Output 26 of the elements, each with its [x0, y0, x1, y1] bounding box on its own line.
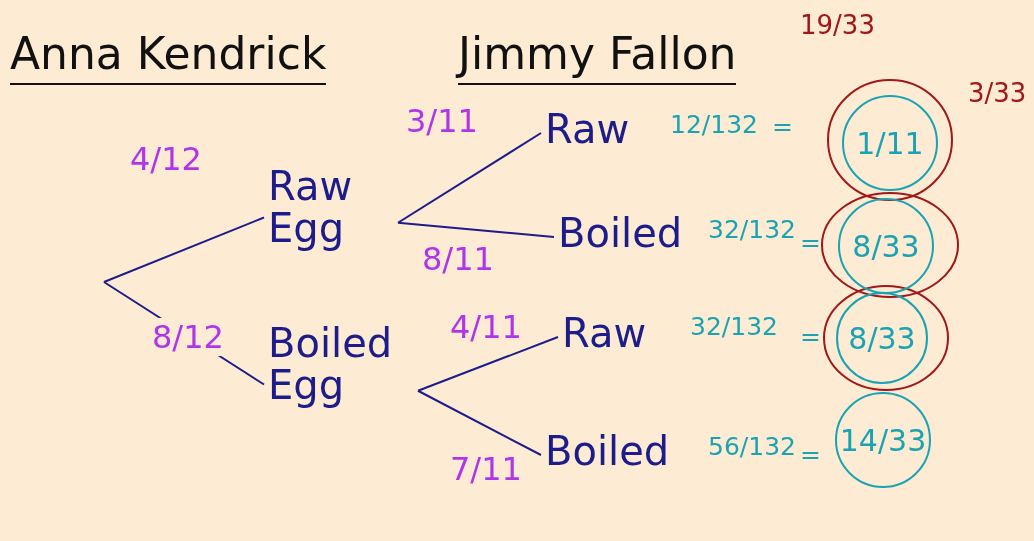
tree-branch [397, 132, 542, 224]
outcome-label: Raw Egg [268, 165, 398, 270]
outcome-label: Boiled [545, 430, 710, 480]
outcome-label: Raw [545, 108, 655, 158]
equals-sign: = [800, 228, 821, 257]
tree-branch [103, 216, 265, 283]
product-fraction: 32/132 [708, 215, 796, 244]
tree-branch [417, 389, 542, 456]
result-circle: 14/33 [835, 392, 931, 488]
equals-sign: = [800, 322, 821, 351]
sum-fraction: 19/33 [800, 10, 875, 40]
equals-sign: = [800, 440, 821, 469]
outcome-label: Boiled [558, 212, 708, 262]
sum-fraction: 3/33 [968, 78, 1027, 108]
equals-sign: = [772, 112, 793, 141]
result-circle: 8/33 [836, 292, 928, 384]
outcome-label: Boiled Egg [268, 322, 418, 447]
product-fraction: 32/132 [690, 312, 778, 341]
tree-branch [397, 221, 555, 238]
product-fraction: 56/132 [708, 432, 796, 461]
tree-branch [417, 336, 559, 392]
product-fraction: 12/132 [670, 110, 758, 139]
result-circle: 8/33 [838, 198, 934, 294]
column-heading: Anna Kendrick [10, 28, 327, 85]
outcome-label: Raw [562, 312, 682, 362]
result-circle: 1/11 [842, 95, 938, 191]
